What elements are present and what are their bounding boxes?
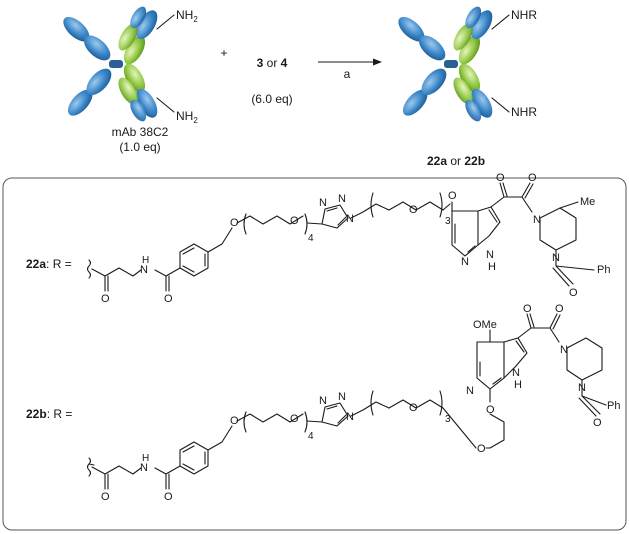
atom: O bbox=[164, 293, 173, 305]
atom: O bbox=[101, 491, 110, 503]
atom: N bbox=[338, 391, 346, 403]
atom: N bbox=[319, 395, 327, 407]
atom: O bbox=[409, 204, 418, 216]
atom: N bbox=[512, 367, 520, 379]
atom: O bbox=[290, 413, 299, 425]
reagent-label: 3 or 4 bbox=[257, 56, 288, 70]
atom: O bbox=[448, 190, 457, 202]
product-amine-top: NHR bbox=[511, 8, 537, 22]
atom: N bbox=[486, 249, 494, 261]
atom: N bbox=[578, 382, 586, 394]
atom: O bbox=[230, 217, 239, 229]
r-label-22b: 22b: R = bbox=[26, 407, 72, 421]
atom: N bbox=[338, 193, 346, 205]
atom: O bbox=[409, 402, 418, 414]
atom: O bbox=[290, 215, 299, 227]
atom: H bbox=[514, 379, 522, 391]
atom: 4 bbox=[308, 233, 314, 244]
atom: OMe bbox=[473, 319, 497, 331]
atom: O bbox=[477, 443, 486, 455]
atom: O bbox=[486, 404, 495, 416]
atom: O bbox=[523, 303, 532, 315]
atom: N bbox=[140, 462, 148, 474]
atom: N bbox=[533, 214, 541, 226]
reagent-eq: (6.0 eq) bbox=[251, 92, 292, 106]
antibody-reactant: NH2 NH2 mAb 38C2 (1.0 eq) bbox=[58, 2, 198, 154]
atom: N bbox=[319, 197, 327, 209]
reagent-block: 3 or 4 (6.0 eq) bbox=[251, 56, 292, 106]
plus-sign: + bbox=[220, 46, 227, 60]
atom: 3 bbox=[445, 216, 451, 227]
atom: H bbox=[488, 261, 496, 273]
antibody-icon bbox=[58, 2, 164, 126]
antibody-name: mAb 38C2 bbox=[112, 125, 169, 139]
atom: O bbox=[101, 293, 110, 305]
atom: Me bbox=[580, 196, 595, 208]
atom: O bbox=[593, 417, 602, 429]
atom: H bbox=[142, 453, 149, 464]
atom: H bbox=[142, 255, 149, 266]
antibody-eq: (1.0 eq) bbox=[119, 140, 160, 154]
amine-top: NH2 bbox=[176, 8, 198, 24]
atom: 4 bbox=[308, 431, 314, 442]
atom: O bbox=[230, 415, 239, 427]
atom: N bbox=[140, 264, 148, 276]
atom: N bbox=[552, 252, 560, 264]
r-label-22a: 22a: R = bbox=[26, 257, 72, 271]
product-amine-bottom: NHR bbox=[511, 105, 537, 119]
structures-box bbox=[2, 177, 627, 531]
atom: O bbox=[555, 303, 564, 315]
atom: O bbox=[164, 491, 173, 503]
arrow-label: a bbox=[344, 67, 351, 81]
amine-bottom: NH2 bbox=[176, 109, 198, 125]
atom: N bbox=[346, 213, 354, 225]
atom: N bbox=[560, 344, 568, 356]
atom: Ph bbox=[607, 400, 620, 412]
atom: Ph bbox=[597, 264, 610, 276]
structure-22b: 22b: R = bbox=[26, 303, 620, 503]
product-label: 22a or 22b bbox=[427, 154, 485, 168]
atom: O bbox=[528, 172, 537, 184]
structure-22a: 22a: R = bbox=[26, 172, 610, 305]
atom: O bbox=[496, 172, 505, 184]
atom: 3 bbox=[445, 414, 451, 425]
reaction-arrow: a bbox=[318, 58, 382, 81]
antibody-product: NHR NHR 22a or 22b bbox=[393, 2, 537, 168]
antibody-product-icon bbox=[393, 2, 499, 126]
atom: N bbox=[466, 385, 474, 397]
atom: O bbox=[569, 287, 578, 299]
atom: N bbox=[346, 411, 354, 423]
atom: N bbox=[461, 256, 469, 268]
